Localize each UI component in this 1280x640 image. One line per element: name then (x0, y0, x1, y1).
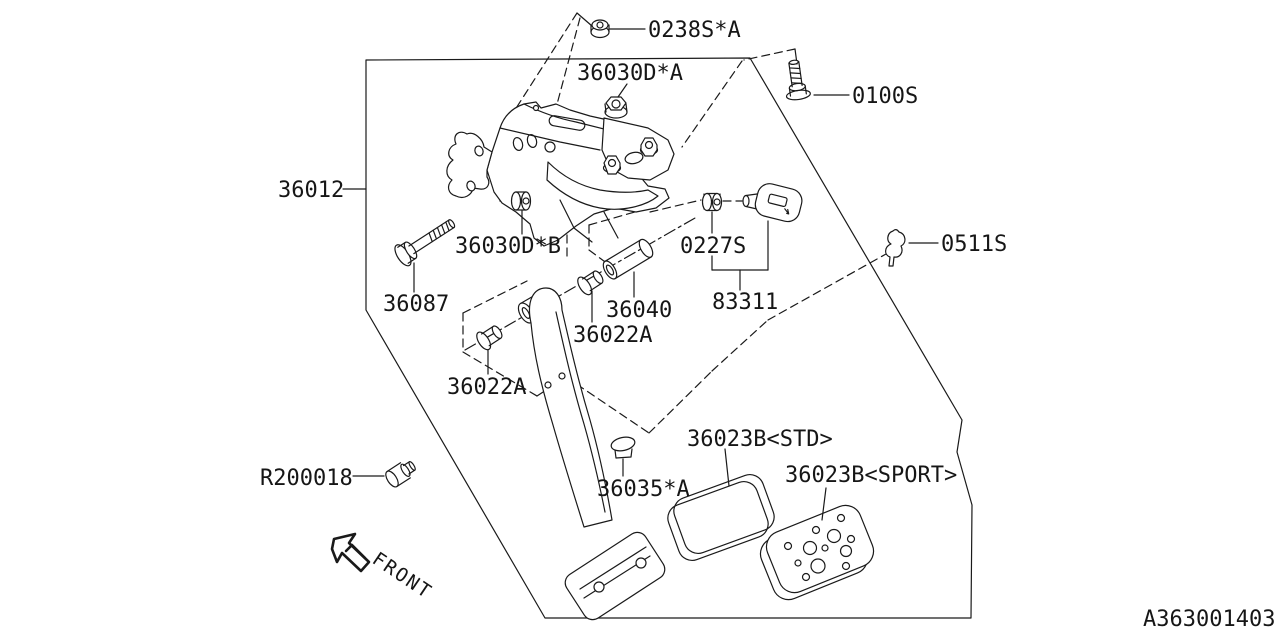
stop-lamp-switch-83311 (742, 183, 803, 223)
pedal-bracket-36012 (446, 101, 675, 247)
leader-lines (342, 28, 939, 521)
label-36040: 36040 (606, 298, 672, 323)
bolt-36087 (394, 219, 456, 267)
pedal-pad-sport (759, 504, 875, 601)
label-r200018: R200018 (260, 466, 353, 491)
label-36087: 36087 (383, 292, 449, 317)
label-0511s: 0511S (941, 232, 1007, 257)
label-36012: 36012 (278, 178, 344, 203)
pedal-arm (528, 287, 613, 528)
label-36035a: 36035*A (597, 477, 690, 502)
front-arrow-icon (330, 532, 371, 573)
rod-nut-0227s (701, 192, 723, 212)
diagram-boundary (365, 57, 973, 619)
spacer-36040 (602, 238, 654, 280)
label-83311: 83311 (712, 290, 778, 315)
clip-0511s (885, 229, 906, 267)
bracket-stud-nut-right (639, 137, 659, 157)
flange-nut-0238sa (590, 19, 610, 39)
drawing-code: A363001403 (1143, 607, 1275, 632)
label-0238sa: 0238S*A (648, 18, 741, 43)
front-direction-marker: FRONT (330, 532, 436, 604)
stopper-36035a (610, 436, 636, 459)
bushing-right-36022a (577, 270, 604, 296)
bracket-stud-nut-left (602, 155, 622, 175)
damper-nut-a-36030da (604, 96, 628, 119)
label-36023b-std: 36023B<STD> (687, 427, 833, 452)
bushing-left-36022a (476, 325, 503, 351)
label-36022a-left: 36022A (447, 375, 526, 400)
label-0227s: 0227S (680, 234, 746, 259)
front-label: FRONT (368, 548, 436, 604)
pedal-pad-attached (564, 531, 666, 621)
bolt-0100s (785, 59, 811, 101)
label-0100s: 0100S (852, 84, 918, 109)
label-36030db: 36030D*B (455, 234, 561, 259)
pin-r200018 (385, 461, 416, 488)
label-36022a-right: 36022A (573, 323, 652, 348)
part-labels: 0238S*A 36030D*A 0100S 36012 36030D*B 02… (260, 18, 1007, 502)
label-36023b-sport: 36023B<SPORT> (785, 463, 957, 488)
damper-nut-b-36030db (510, 191, 532, 211)
pedal-pad-std (667, 474, 775, 561)
label-36030da: 36030D*A (577, 61, 683, 86)
